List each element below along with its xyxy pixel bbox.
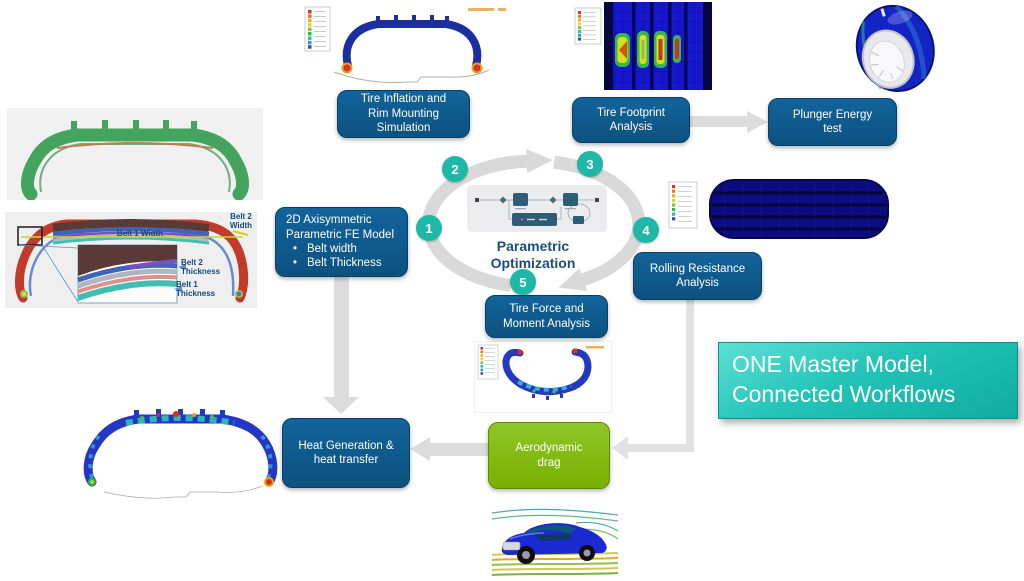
parametric-optimization-label: Parametric Optimization: [490, 238, 576, 271]
belt1-thickness-label: Belt 1 Thickness: [176, 280, 216, 299]
arrow-footprint-to-plunger-bar: [690, 116, 747, 127]
tire-3d-figure: [855, 4, 935, 93]
arrow-rolling-to-aero-hbar: [628, 444, 694, 452]
inflation-result-figure: [300, 2, 520, 92]
node-tire-footprint[interactable]: Tire Footprint Analysis: [572, 97, 690, 143]
belt2-thickness-label: Belt 2 Thickness: [181, 258, 221, 277]
belt1-width-label: Belt 1 Width: [116, 229, 164, 238]
step-4-badge: 4: [633, 217, 659, 243]
arrow-femodel-to-heat-bar: [334, 277, 349, 397]
footprint-result-figure: [574, 2, 712, 90]
node-heat-generation[interactable]: Heat Generation & heat transfer: [282, 418, 410, 488]
step-2-badge: 2: [442, 156, 468, 182]
node-rolling-resistance[interactable]: Rolling Resistance Analysis: [633, 252, 762, 300]
step-3-badge: 3: [577, 151, 603, 177]
fe-bullet-belt-width: Belt width: [307, 243, 357, 255]
node-fe-model[interactable]: 2D Axisymmetric Parametric FE Model • Be…: [275, 207, 408, 277]
master-model-banner: ONE Master Model, Connected Workflows: [718, 342, 1018, 419]
bullet-icon: •: [293, 257, 298, 270]
arrow-rolling-to-aero-head: [612, 436, 628, 460]
belt2-width-label: Belt 2 Width: [229, 212, 253, 231]
node-tire-force-moment[interactable]: Tire Force and Moment Analysis: [485, 295, 608, 338]
step-5-badge: 5: [510, 269, 536, 295]
arrow-rolling-to-aero-vbar: [686, 300, 694, 448]
rolling-resistance-figure: [668, 179, 889, 239]
belt-parameters-figure: [5, 212, 257, 308]
fe-model-title: 2D Axisymmetric Parametric FE Model: [286, 214, 395, 241]
bullet-icon: •: [293, 243, 298, 255]
node-plunger-energy[interactable]: Plunger Energy test: [768, 98, 897, 146]
arrow-femodel-to-heat-head: [323, 397, 359, 414]
car-cfd-figure: [490, 497, 620, 579]
node-tire-inflation[interactable]: Tire Inflation and Rim Mounting Simulati…: [337, 90, 470, 138]
arrow-aero-to-heat-bar: [430, 443, 488, 456]
heat-generation-figure: [83, 409, 278, 499]
tire-force-figure: [474, 341, 612, 413]
step-1-badge: 1: [416, 215, 442, 241]
fe-bullet-belt-thickness: Belt Thickness: [307, 257, 382, 270]
arrow-aero-to-heat-head: [410, 437, 430, 461]
optimization-flowchart-figure: [467, 185, 607, 232]
node-aerodynamic-drag[interactable]: Aerodynamic drag: [488, 422, 610, 489]
arrow-footprint-to-plunger-head: [747, 111, 768, 133]
tire-mesh-figure: [7, 108, 263, 200]
